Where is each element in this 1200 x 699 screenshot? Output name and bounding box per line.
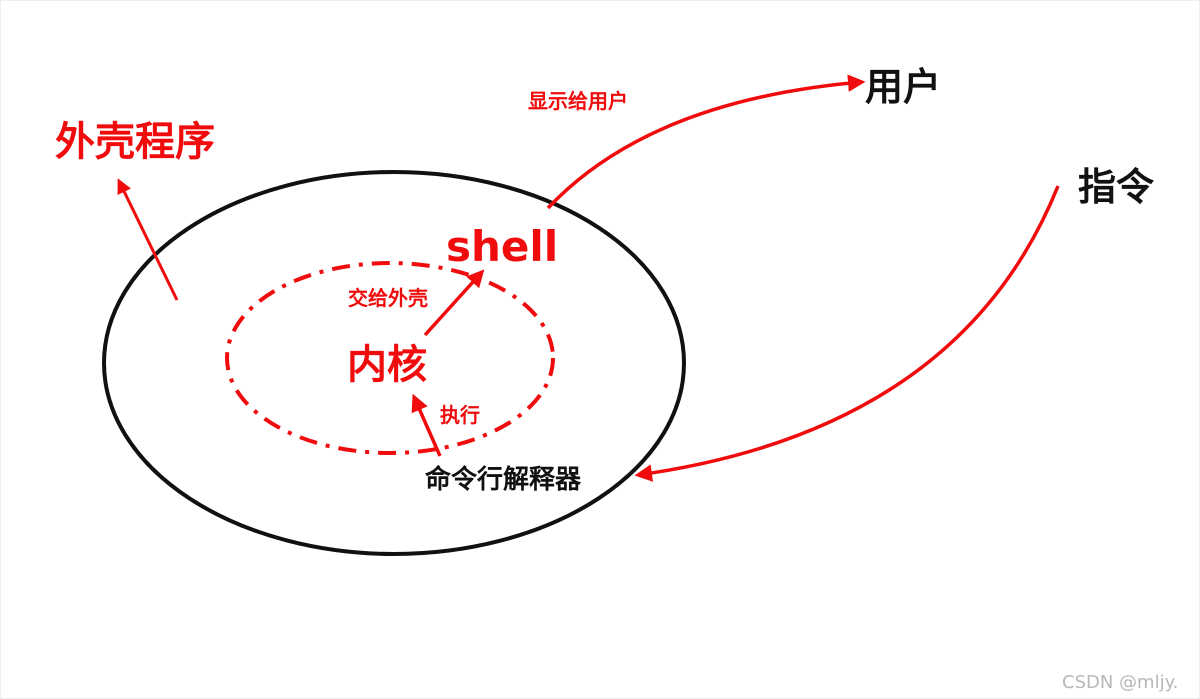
outer-shell-ellipse: [102, 170, 686, 556]
outer-program-arrow: [117, 178, 179, 301]
user-label: 用户: [865, 65, 941, 109]
interpreter-to-kernel-arrow: [411, 393, 442, 457]
shell-to-user-arrow: [546, 74, 866, 210]
command-to-interpreter-arrow: [634, 185, 1060, 482]
shell-label: shell: [446, 222, 558, 271]
outer-program-label: 外壳程序: [55, 119, 215, 165]
kernel-to-shell-arrow: [423, 269, 485, 337]
kernel-label: 内核: [347, 342, 427, 388]
kernel-dashed-ellipse: [225, 261, 555, 455]
execute-label: 执行: [440, 403, 480, 427]
handoff-label: 交给外壳: [348, 286, 428, 310]
command-label: 指令: [1078, 165, 1155, 209]
interpreter-label: 命令行解释器: [425, 464, 582, 495]
display-to-user-label: 显示给用户: [528, 89, 628, 113]
watermark: CSDN @mljy.: [1062, 672, 1178, 693]
